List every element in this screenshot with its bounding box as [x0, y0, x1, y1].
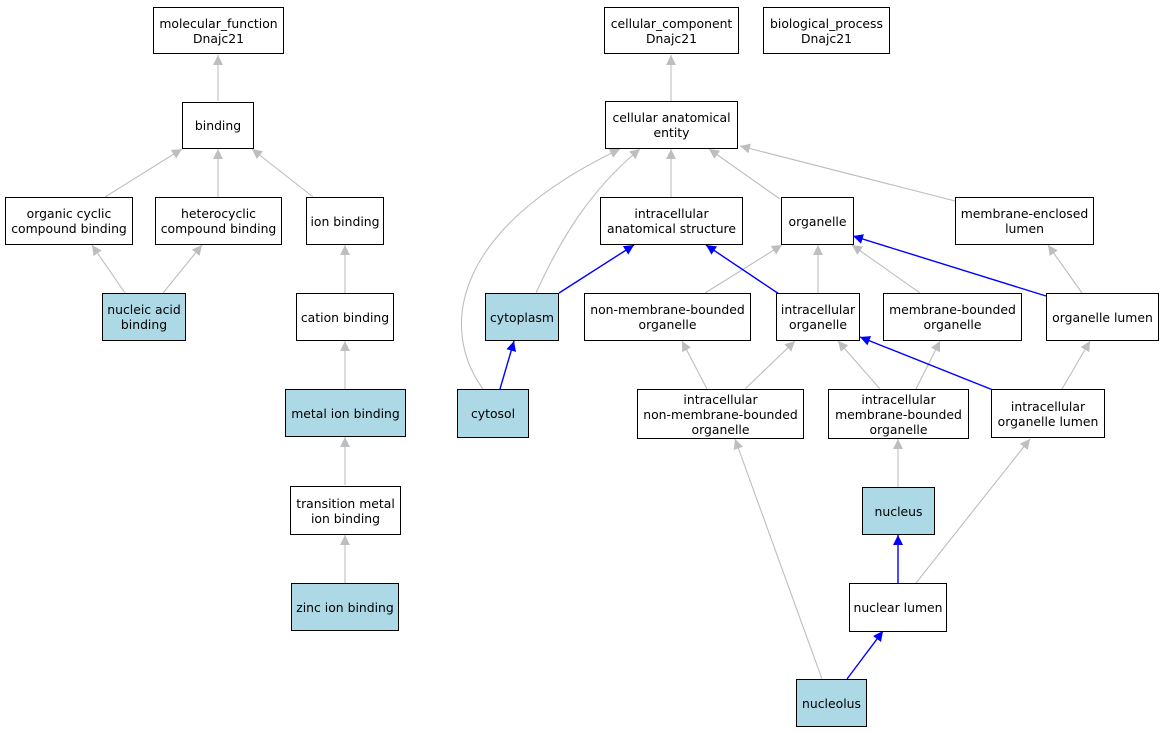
node-cytoplasm[interactable]: cytoplasm [485, 293, 559, 341]
edge-cytoplasm-cae [535, 148, 641, 294]
edge-organic-binding [104, 148, 183, 198]
node-biological-process[interactable]: biological_process Dnajc21 [763, 7, 890, 54]
edge-iol-io [859, 336, 994, 391]
node-membrane-bounded-organelle[interactable]: membrane-bounded organelle [883, 293, 1022, 341]
edge-nucleolus-nl [846, 630, 884, 680]
node-intracellular-membrane-bounded-organelle[interactable]: intracellular membrane-bounded organelle [828, 389, 969, 439]
node-cation-binding[interactable]: cation binding [296, 293, 394, 341]
node-molecular-function[interactable]: molecular_function Dnajc21 [153, 7, 284, 54]
node-zinc-ion-binding[interactable]: zinc ion binding [291, 583, 399, 631]
edge-cytosol-cytoplasm [499, 340, 516, 390]
edge-inmbo-io [744, 340, 796, 390]
node-nuclear-lumen[interactable]: nuclear lumen [849, 583, 947, 632]
edge-imbo-io [837, 340, 881, 390]
node-organic-cyclic-compound-binding[interactable]: organic cyclic compound binding [5, 197, 133, 245]
node-nucleic-acid-binding[interactable]: nucleic acid binding [102, 293, 186, 341]
node-cellular-component[interactable]: cellular_component Dnajc21 [604, 7, 739, 54]
node-intracellular-organelle-lumen[interactable]: intracellular organelle lumen [991, 389, 1105, 438]
edge-cytoplasm-ias [558, 244, 635, 294]
edge-mel-cae [739, 143, 956, 202]
node-membrane-enclosed-lumen[interactable]: membrane-enclosed lumen [955, 197, 1094, 245]
node-binding[interactable]: binding [182, 102, 254, 149]
node-cytosol[interactable]: cytosol [457, 389, 529, 438]
edge-nmbo-organelle [704, 244, 783, 294]
node-heterocyclic-compound-binding[interactable]: heterocyclic compound binding [155, 197, 282, 245]
edge-nucleic-organic [91, 244, 126, 294]
edge-organelle-cae [708, 148, 781, 200]
node-nucleolus[interactable]: nucleolus [796, 679, 867, 727]
node-non-membrane-bounded-organelle[interactable]: non-membrane-bounded organelle [584, 293, 751, 341]
edge-ion-binding [251, 148, 314, 198]
edge-mbo-organelle [851, 244, 921, 294]
edge-nucleic-hetero [162, 244, 203, 294]
edge-imbo-mbo [915, 340, 941, 390]
node-cellular-anatomical-entity[interactable]: cellular anatomical entity [605, 101, 738, 149]
edge-ol-organelle [852, 234, 1047, 297]
node-metal-ion-binding[interactable]: metal ion binding [285, 389, 406, 437]
node-intracellular-non-membrane-bounded-organelle[interactable]: intracellular non-membrane-bounded organ… [637, 389, 804, 439]
node-nucleus[interactable]: nucleus [862, 487, 935, 535]
node-organelle-lumen[interactable]: organelle lumen [1046, 293, 1159, 341]
edge-cytosol-cae [460, 148, 621, 390]
edge-io-ias [705, 244, 783, 297]
edge-iol-ol [1061, 340, 1091, 390]
edge-ol-mel [1047, 244, 1083, 294]
node-transition-metal-ion-binding[interactable]: transition metal ion binding [290, 486, 401, 535]
edge-nl-iol [915, 438, 1031, 584]
node-intracellular-anatomical-structure[interactable]: intracellular anatomical structure [600, 197, 743, 245]
node-ion-binding[interactable]: ion binding [306, 197, 384, 245]
edge-inmbo-nmbo [681, 340, 708, 390]
node-organelle[interactable]: organelle [781, 197, 854, 245]
node-intracellular-organelle[interactable]: intracellular organelle [776, 293, 860, 341]
edge-nucleolus-inmbo [733, 438, 823, 680]
